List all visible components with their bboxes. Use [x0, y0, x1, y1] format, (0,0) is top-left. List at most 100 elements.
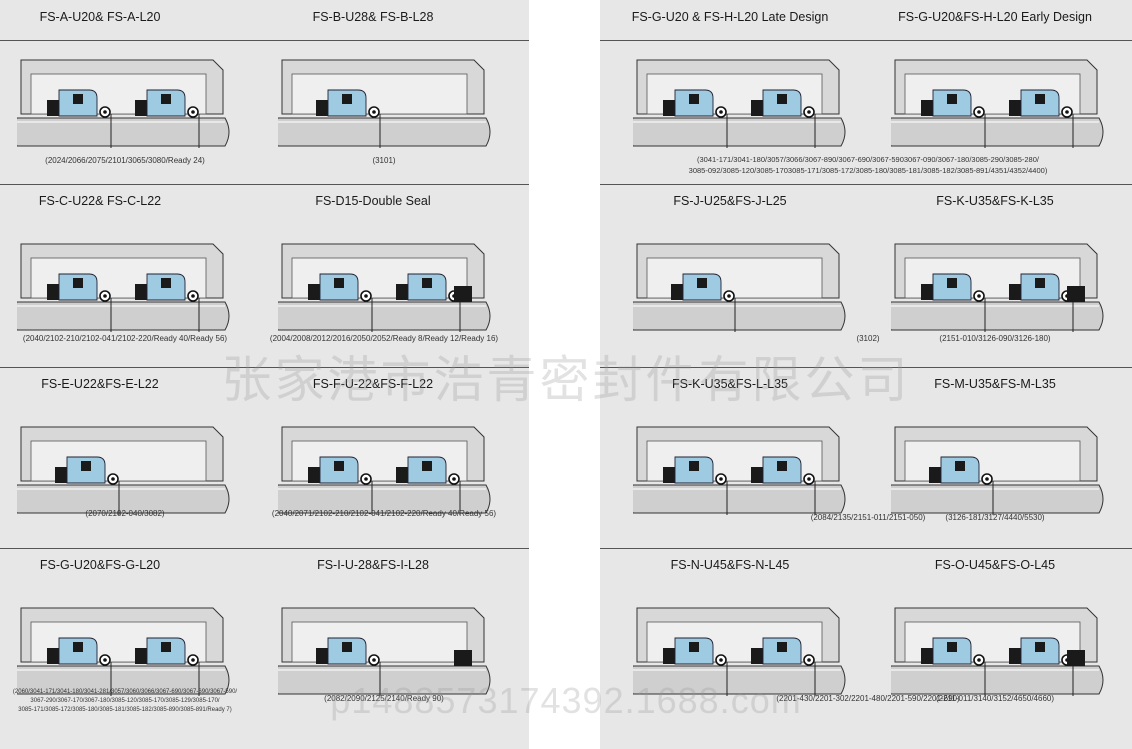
panel-title: FS-D15-Double Seal — [315, 194, 431, 208]
part-number-caption: (2024/2066/2075/2101/3065/3080/Ready 24) — [45, 156, 205, 165]
seal-ring — [689, 642, 699, 652]
seal-ring — [947, 642, 957, 652]
retaining-pin-center — [103, 294, 107, 298]
panel-title: FS-A-U20& FS-A-L20 — [39, 10, 161, 24]
seal-cross-section-diagram — [17, 243, 230, 332]
seal-face — [47, 100, 61, 116]
seal-face — [929, 467, 943, 483]
seal-face — [663, 467, 677, 483]
seal-ring — [81, 461, 91, 471]
seal-ring — [697, 278, 707, 288]
seal-face — [316, 648, 330, 664]
shaft — [891, 665, 1104, 695]
retaining-pin-center — [191, 658, 195, 662]
seal-ring — [342, 642, 352, 652]
shaft — [278, 117, 491, 147]
retaining-pin-center — [719, 658, 723, 662]
part-number-caption: (3101) — [372, 156, 396, 165]
part-number-caption: (2211-011/3140/3152/4650/4660) — [935, 694, 1055, 703]
seal-ring — [1035, 94, 1045, 104]
seal-face — [47, 648, 61, 664]
shaft — [17, 301, 230, 331]
retaining-pin-center — [807, 658, 811, 662]
end-gland — [1067, 650, 1085, 666]
shaft — [17, 117, 230, 147]
part-number-caption: (2040/2071/2102-210/2102-041/2102-220/Re… — [271, 509, 497, 518]
panel-title: FS-K-U35&FS-L-L35 — [671, 377, 789, 391]
seal-ring — [947, 94, 957, 104]
shaft — [278, 665, 491, 695]
seal-face — [921, 284, 935, 300]
shaft — [891, 301, 1104, 331]
shaft — [891, 117, 1104, 147]
seal-ring — [689, 94, 699, 104]
end-gland — [454, 286, 472, 302]
section-divider — [0, 184, 529, 185]
retaining-pin-center — [103, 658, 107, 662]
seal-face — [396, 467, 410, 483]
seal-face — [671, 284, 685, 300]
retaining-pin-center — [727, 294, 731, 298]
seal-cross-section-diagram — [891, 59, 1104, 148]
seal-cross-section-diagram — [633, 59, 846, 148]
seal-ring — [1035, 642, 1045, 652]
seal-ring — [161, 94, 171, 104]
panel-title: FS-N-U45&FS-N-L45 — [670, 558, 790, 572]
section-divider — [0, 548, 529, 549]
seal-face — [396, 284, 410, 300]
panel-title: FS-I-U-28&FS-I-L28 — [317, 558, 429, 572]
seal-cross-section-diagram — [17, 607, 230, 696]
panel-title: FS-O-U45&FS-O-L45 — [934, 558, 1056, 572]
seal-face — [921, 100, 935, 116]
seal-ring — [955, 461, 965, 471]
seal-face — [921, 648, 935, 664]
end-gland — [454, 650, 472, 666]
part-number-caption: (3102) — [856, 334, 880, 343]
seal-face — [663, 100, 677, 116]
panel-title: FS-G-U20&FS-H-L20 Early Design — [898, 10, 1092, 24]
panel-title: FS-C-U22& FS-C-L22 — [38, 194, 162, 208]
seal-face — [751, 467, 765, 483]
seal-ring — [777, 461, 787, 471]
seal-ring — [1035, 278, 1045, 288]
part-number-caption: (2040/2102-210/2102-041/2102-220/Ready 4… — [22, 334, 228, 343]
seal-face — [135, 100, 149, 116]
section-divider — [600, 184, 1132, 185]
shaft — [633, 665, 846, 695]
seal-ring — [422, 278, 432, 288]
seal-ring — [334, 278, 344, 288]
seal-cross-section-diagram — [278, 607, 491, 696]
part-number-caption: (2060/3041-171/3041-180/3041-281/3057/30… — [12, 689, 238, 713]
seal-face — [316, 100, 330, 116]
shaft — [17, 665, 230, 695]
seal-face — [1009, 648, 1023, 664]
seal-ring — [689, 461, 699, 471]
retaining-pin-center — [977, 294, 981, 298]
panel-title: FS-K-U35&FS-K-L35 — [936, 194, 1054, 208]
seal-cross-section-diagram — [17, 426, 230, 515]
section-divider — [0, 367, 529, 368]
seal-ring — [161, 642, 171, 652]
seal-ring — [161, 278, 171, 288]
seal-face — [751, 100, 765, 116]
retaining-pin-center — [191, 110, 195, 114]
shaft — [278, 484, 491, 514]
seal-face — [135, 648, 149, 664]
panel-title: FS-M-U35&FS-M-L35 — [934, 377, 1056, 391]
retaining-pin-center — [364, 294, 368, 298]
seal-cross-section-diagram — [891, 426, 1104, 515]
section-divider — [600, 548, 1132, 549]
shaft — [633, 484, 846, 514]
seal-cross-section-diagram — [633, 426, 846, 515]
retaining-pin-center — [719, 110, 723, 114]
seal-face — [308, 284, 322, 300]
seal-ring — [73, 94, 83, 104]
part-number-caption: (2151-010/3126-090/3126-180) — [939, 334, 1051, 343]
part-number-caption: (2084/2135/2151-011/2151-050) — [810, 513, 926, 522]
panel-title: FS-F-U-22&FS-F-L22 — [312, 377, 434, 391]
panel-title: FS-J-U25&FS-J-L25 — [673, 194, 787, 208]
retaining-pin-center — [807, 477, 811, 481]
seal-ring — [73, 278, 83, 288]
seal-face — [308, 467, 322, 483]
shaft — [633, 301, 846, 331]
